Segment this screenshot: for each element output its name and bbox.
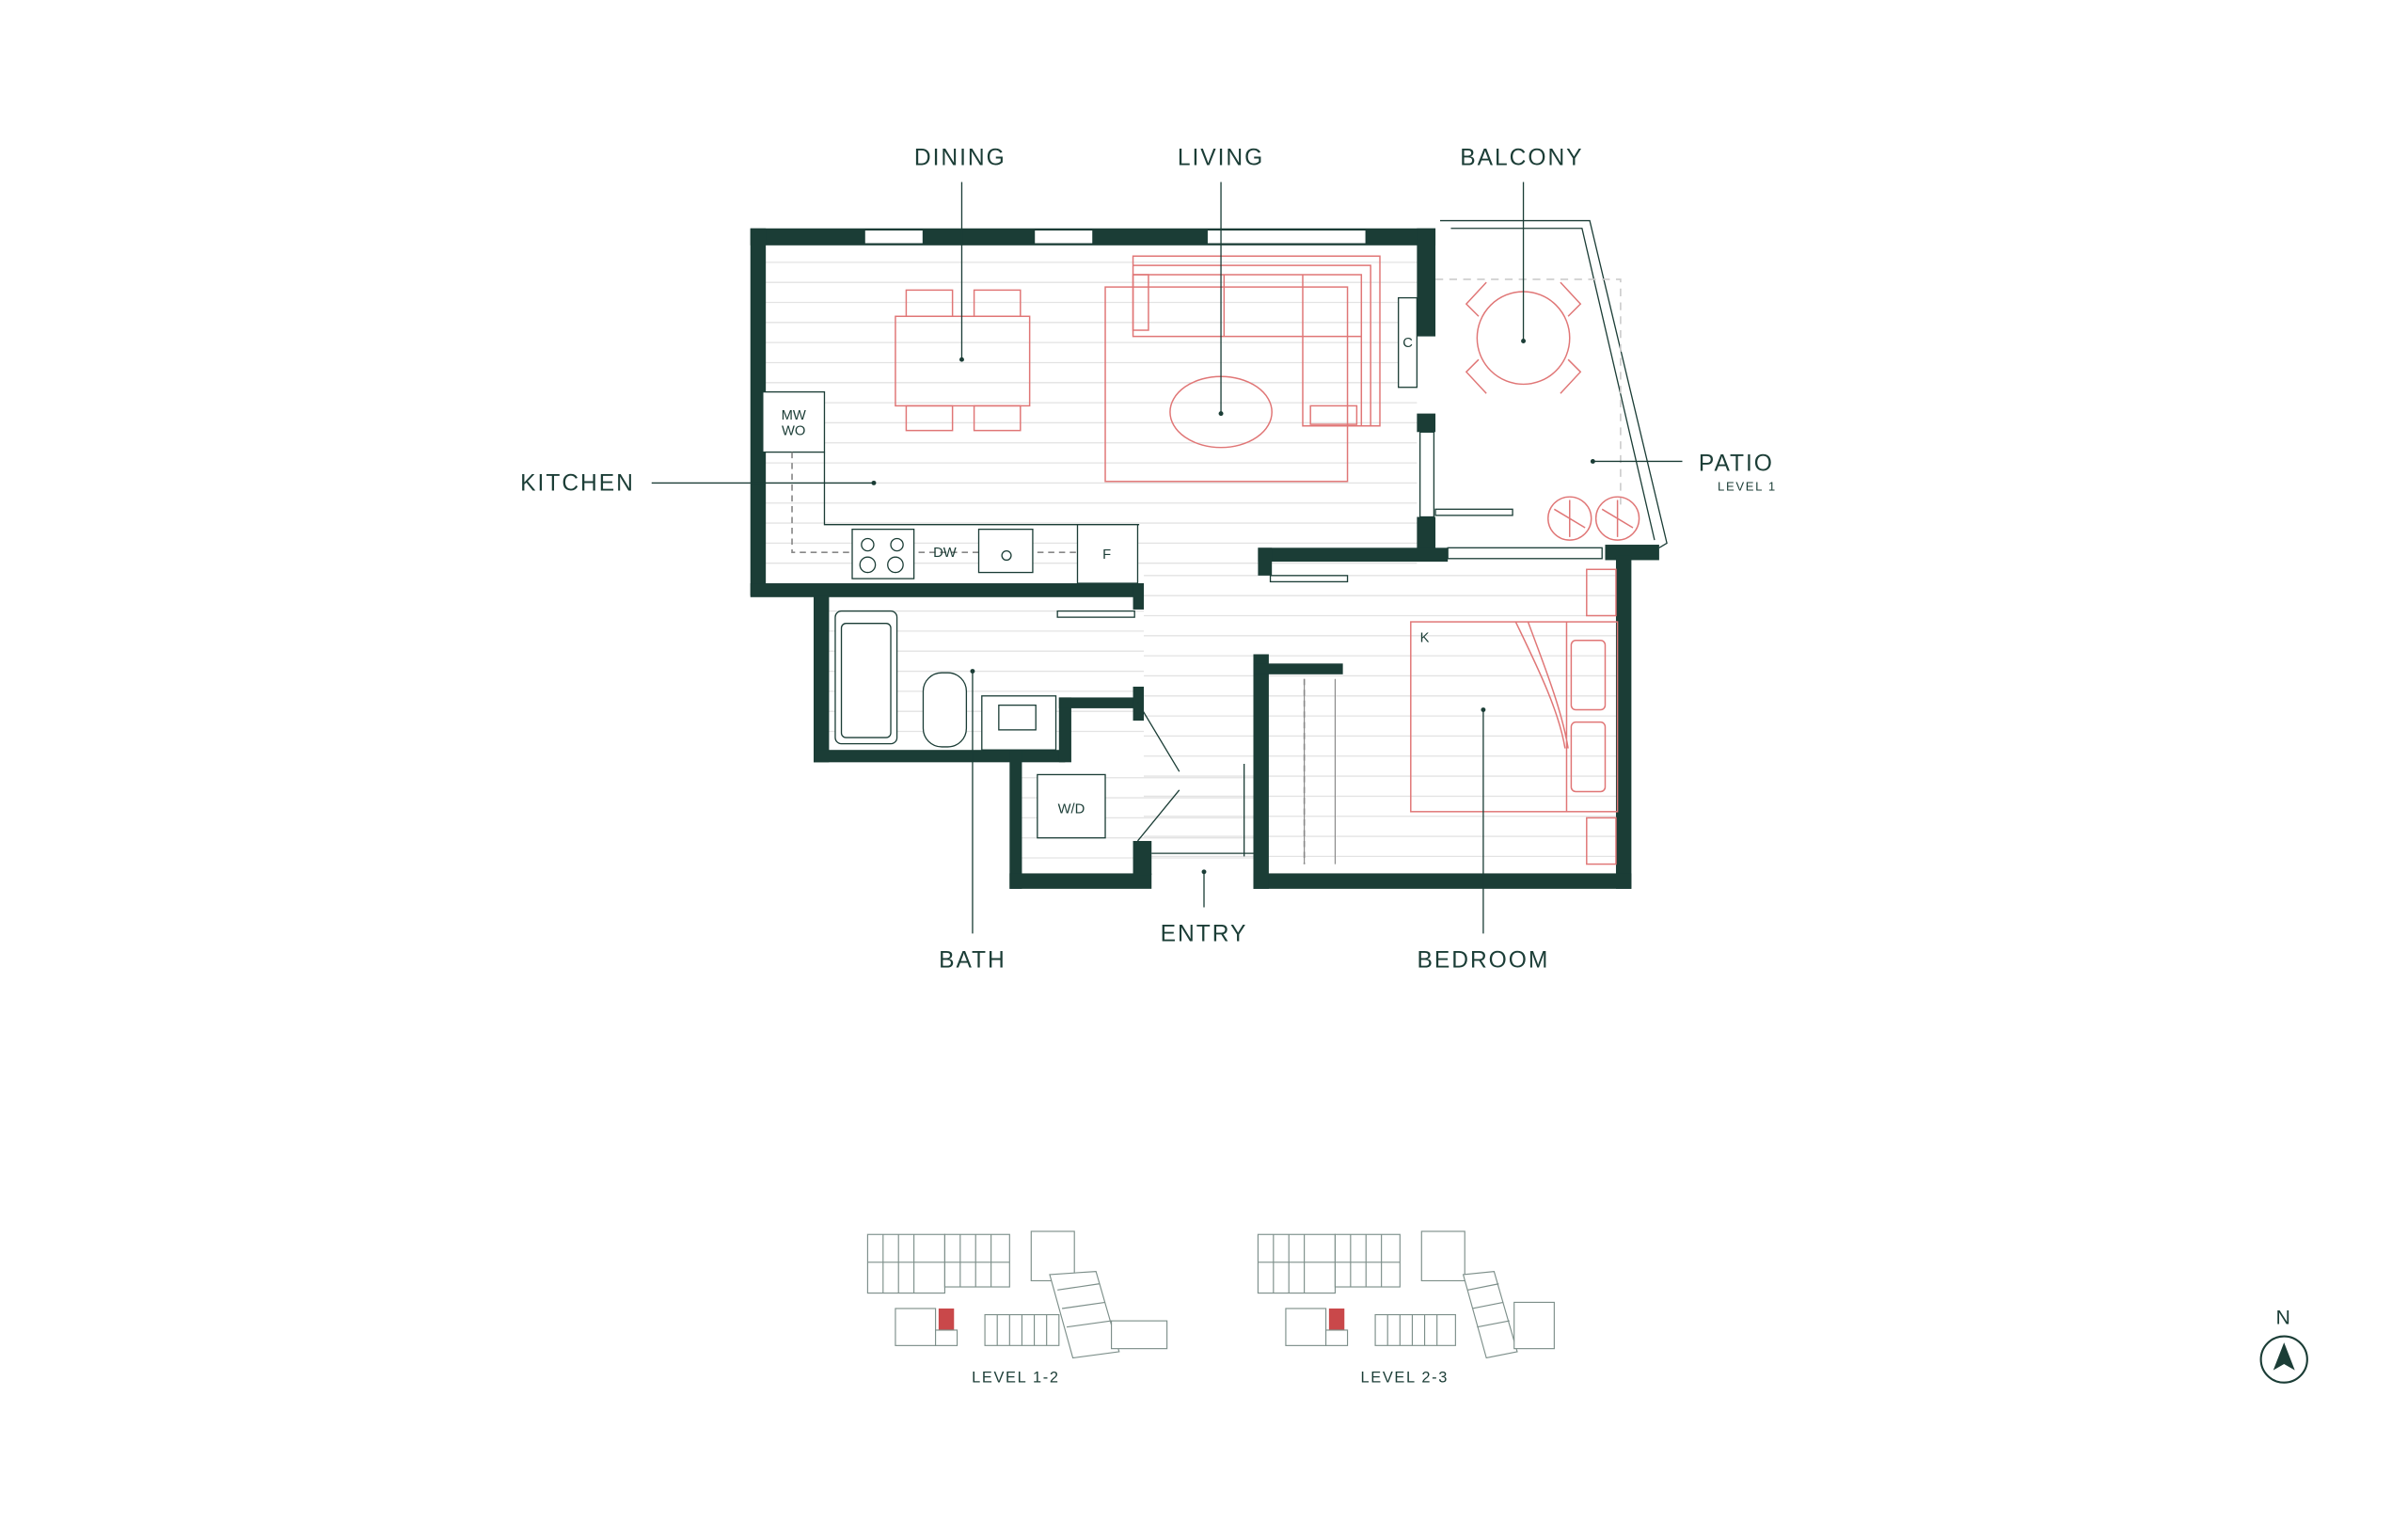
patio-level-label: LEVEL 1 <box>1718 480 1777 494</box>
keyplan-level-2-3: LEVEL 2-3 <box>1257 1230 1555 1387</box>
room-label-entry: ENTRY <box>1161 922 1248 947</box>
room-label-bedroom: BEDROOM <box>1417 947 1549 973</box>
room-label-kitchen: KITCHEN <box>520 471 635 497</box>
north-arrow-icon <box>2273 1342 2295 1371</box>
unit-highlight <box>938 1308 955 1330</box>
dishwasher-label: DW <box>933 546 957 561</box>
wall-oven-label: WO <box>782 424 805 439</box>
leader-lines <box>651 182 1683 934</box>
compass-label: N <box>2276 1306 2292 1328</box>
bed-size-label: K <box>1420 630 1430 645</box>
bath-fixtures: W/D <box>834 575 1349 865</box>
unit-highlight <box>1328 1308 1345 1330</box>
keyplan-level-1-2: LEVEL 1-2 <box>866 1230 1168 1387</box>
balcony-outline <box>1439 219 1668 548</box>
kitchen-fixtures: MW WO DW F <box>762 390 1140 584</box>
room-label-dining: DINING <box>914 146 1006 171</box>
microwave-label: MW <box>782 408 806 423</box>
room-label-balcony: BALCONY <box>1460 146 1583 171</box>
north-compass: N <box>2259 1306 2308 1384</box>
keyplan-label: LEVEL 1-2 <box>972 1370 1059 1387</box>
closet-label: C <box>1402 336 1413 351</box>
room-label-bath: BATH <box>939 947 1006 973</box>
keyplan-label: LEVEL 2-3 <box>1361 1370 1449 1387</box>
washer-dryer-label: W/D <box>1058 801 1085 817</box>
walls <box>750 228 1659 889</box>
fridge-label: F <box>1102 547 1111 563</box>
room-label-living: LIVING <box>1178 146 1264 171</box>
room-label-patio: PATIO <box>1699 451 1774 476</box>
